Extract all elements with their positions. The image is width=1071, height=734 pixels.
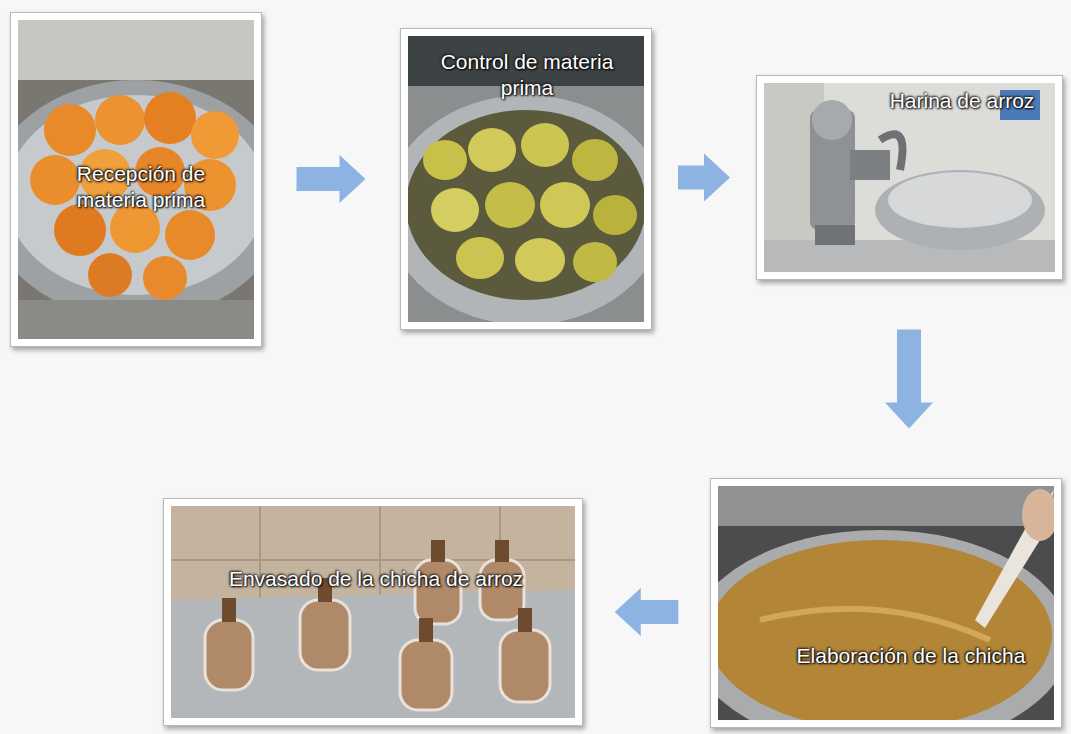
photo-step-box: Envasado de la chicha de arroz [163,498,583,726]
flow-arrow [297,155,366,203]
step-label: Envasado de la chicha de arroz [186,566,566,592]
flow-arrow [615,588,679,636]
step-label: Elaboración de la chicha [766,643,1056,669]
photo-step-box: Control de materia prima [400,28,652,330]
photo-step-box: Harina de arroz [756,75,1063,280]
photo-step-box: Recepción de materia prima [10,12,262,347]
step-label: Recepción de materia prima [56,161,226,214]
photo-step-box: Elaboración de la chicha [710,478,1062,728]
step-label: Control de materia prima [417,49,637,102]
step-label: Harina de arroz [867,88,1057,114]
flow-arrow [885,330,933,429]
flow-arrow [678,154,730,202]
